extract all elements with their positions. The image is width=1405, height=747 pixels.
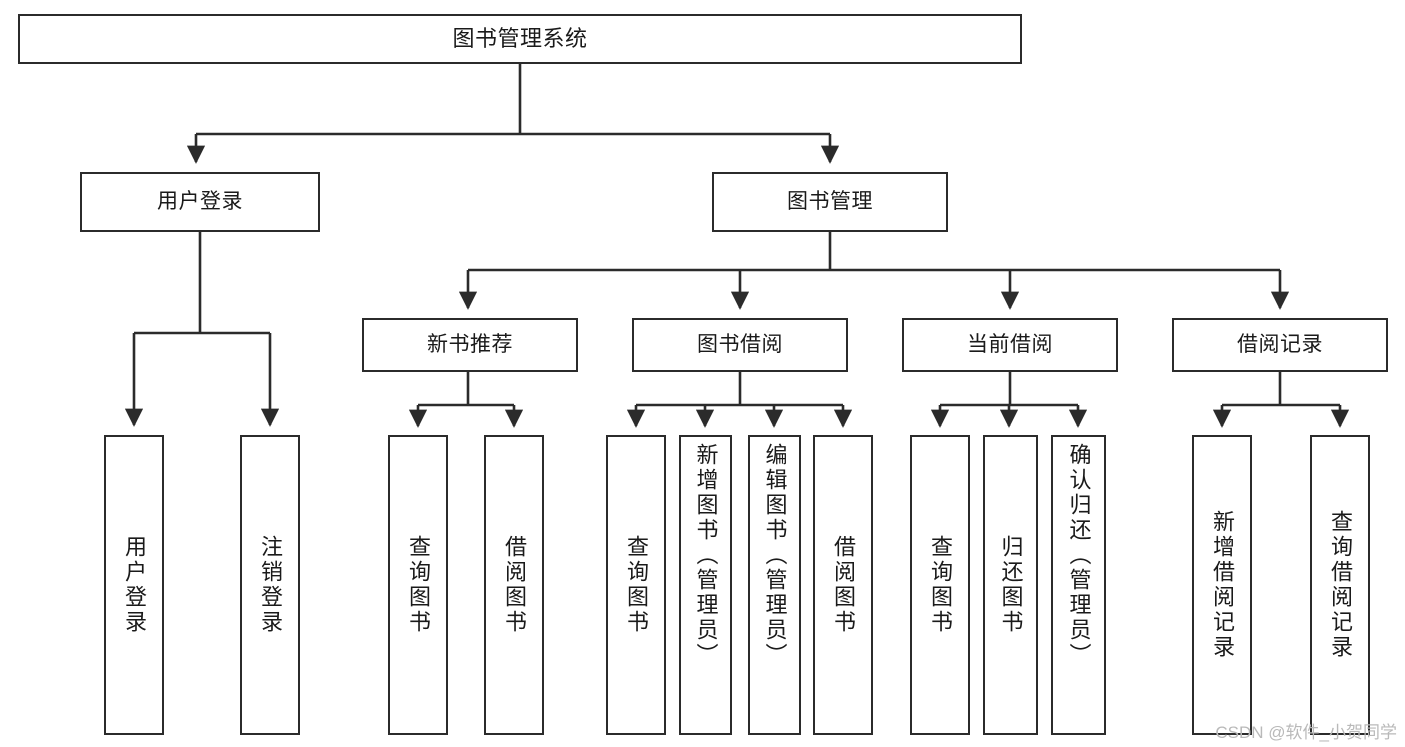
node-label: 注销登录 [258,535,283,635]
node-label: 归还图书 [998,535,1024,635]
leaf-book-borrow-borrow[interactable]: 借阅图书 [813,435,873,735]
node-borrow-record[interactable]: 借阅记录 [1172,318,1388,372]
node-label: 用户登录 [157,190,243,214]
leaf-user-login[interactable]: 用户登录 [104,435,164,735]
node-label: 查询图书 [406,535,431,635]
node-new-book-recommend[interactable]: 新书推荐 [362,318,578,372]
node-user-login[interactable]: 用户登录 [80,172,320,232]
csdn-watermark: CSDN @软件_小贺同学 [1215,723,1397,742]
node-label: 图书借阅 [697,333,783,357]
node-label: 借阅图书 [502,535,527,635]
node-label: 确认归还（管理员） [1066,443,1092,668]
node-label: 当前借阅 [967,333,1053,357]
node-label: 借阅记录 [1237,333,1323,357]
node-book-borrow[interactable]: 图书借阅 [632,318,848,372]
leaf-current-borrow-return[interactable]: 归还图书 [983,435,1038,735]
node-label: 图书管理 [787,190,873,214]
node-root-book-management-system[interactable]: 图书管理系统 [18,14,1022,64]
node-label: 查询借阅记录 [1328,510,1353,660]
node-label: 借阅图书 [831,535,856,635]
leaf-new-book-borrow[interactable]: 借阅图书 [484,435,544,735]
node-label: 图书管理系统 [452,25,588,51]
node-label: 查询图书 [624,535,649,635]
leaf-book-borrow-edit[interactable]: 编辑图书（管理员） [748,435,801,735]
leaf-borrow-record-add[interactable]: 新增借阅记录 [1192,435,1252,735]
leaf-borrow-record-query[interactable]: 查询借阅记录 [1310,435,1370,735]
leaf-current-borrow-query[interactable]: 查询图书 [910,435,970,735]
leaf-logout[interactable]: 注销登录 [240,435,300,735]
node-label: 编辑图书（管理员） [762,443,788,668]
leaf-current-borrow-confirm[interactable]: 确认归还（管理员） [1051,435,1106,735]
node-label: 新书推荐 [427,333,513,357]
node-book-management[interactable]: 图书管理 [712,172,948,232]
leaf-book-borrow-add[interactable]: 新增图书（管理员） [679,435,732,735]
node-label: 新增借阅记录 [1210,510,1235,660]
node-label: 用户登录 [122,535,147,635]
leaf-new-book-query[interactable]: 查询图书 [388,435,448,735]
node-current-borrow[interactable]: 当前借阅 [902,318,1118,372]
node-label: 新增图书（管理员） [693,443,719,668]
node-label: 查询图书 [928,535,953,635]
leaf-book-borrow-query[interactable]: 查询图书 [606,435,666,735]
